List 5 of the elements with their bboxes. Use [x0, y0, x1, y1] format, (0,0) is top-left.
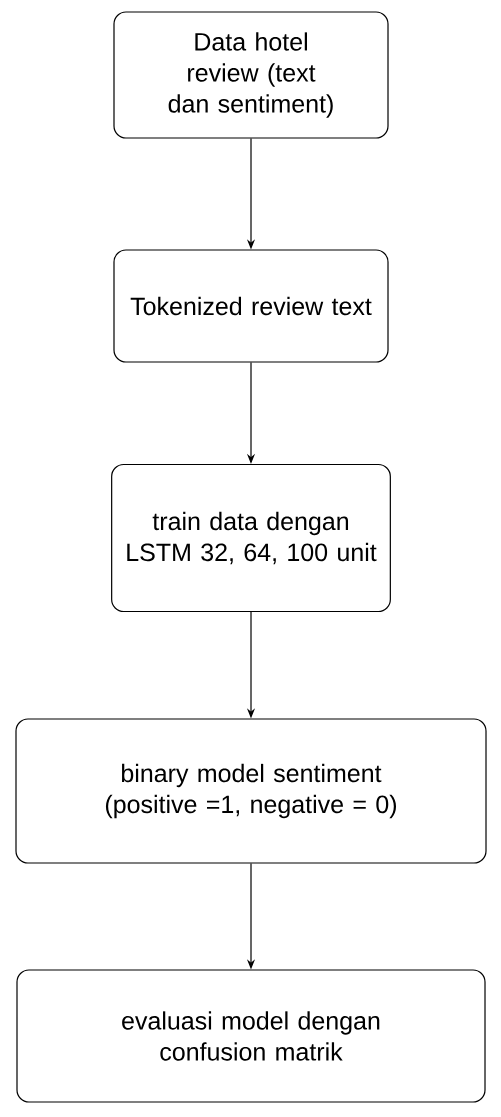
process-box: evaluasi model dengan confusion matrik — [16, 969, 486, 1103]
process-box: train data dengan LSTM 32, 64, 100 unit — [111, 463, 391, 613]
process-box: Tokenized review text — [113, 249, 389, 363]
process-box: Data hotel review (text dan sentiment) — [113, 11, 389, 139]
process-box: binary model sentiment (positive =1, negative = 0) — [15, 718, 487, 864]
